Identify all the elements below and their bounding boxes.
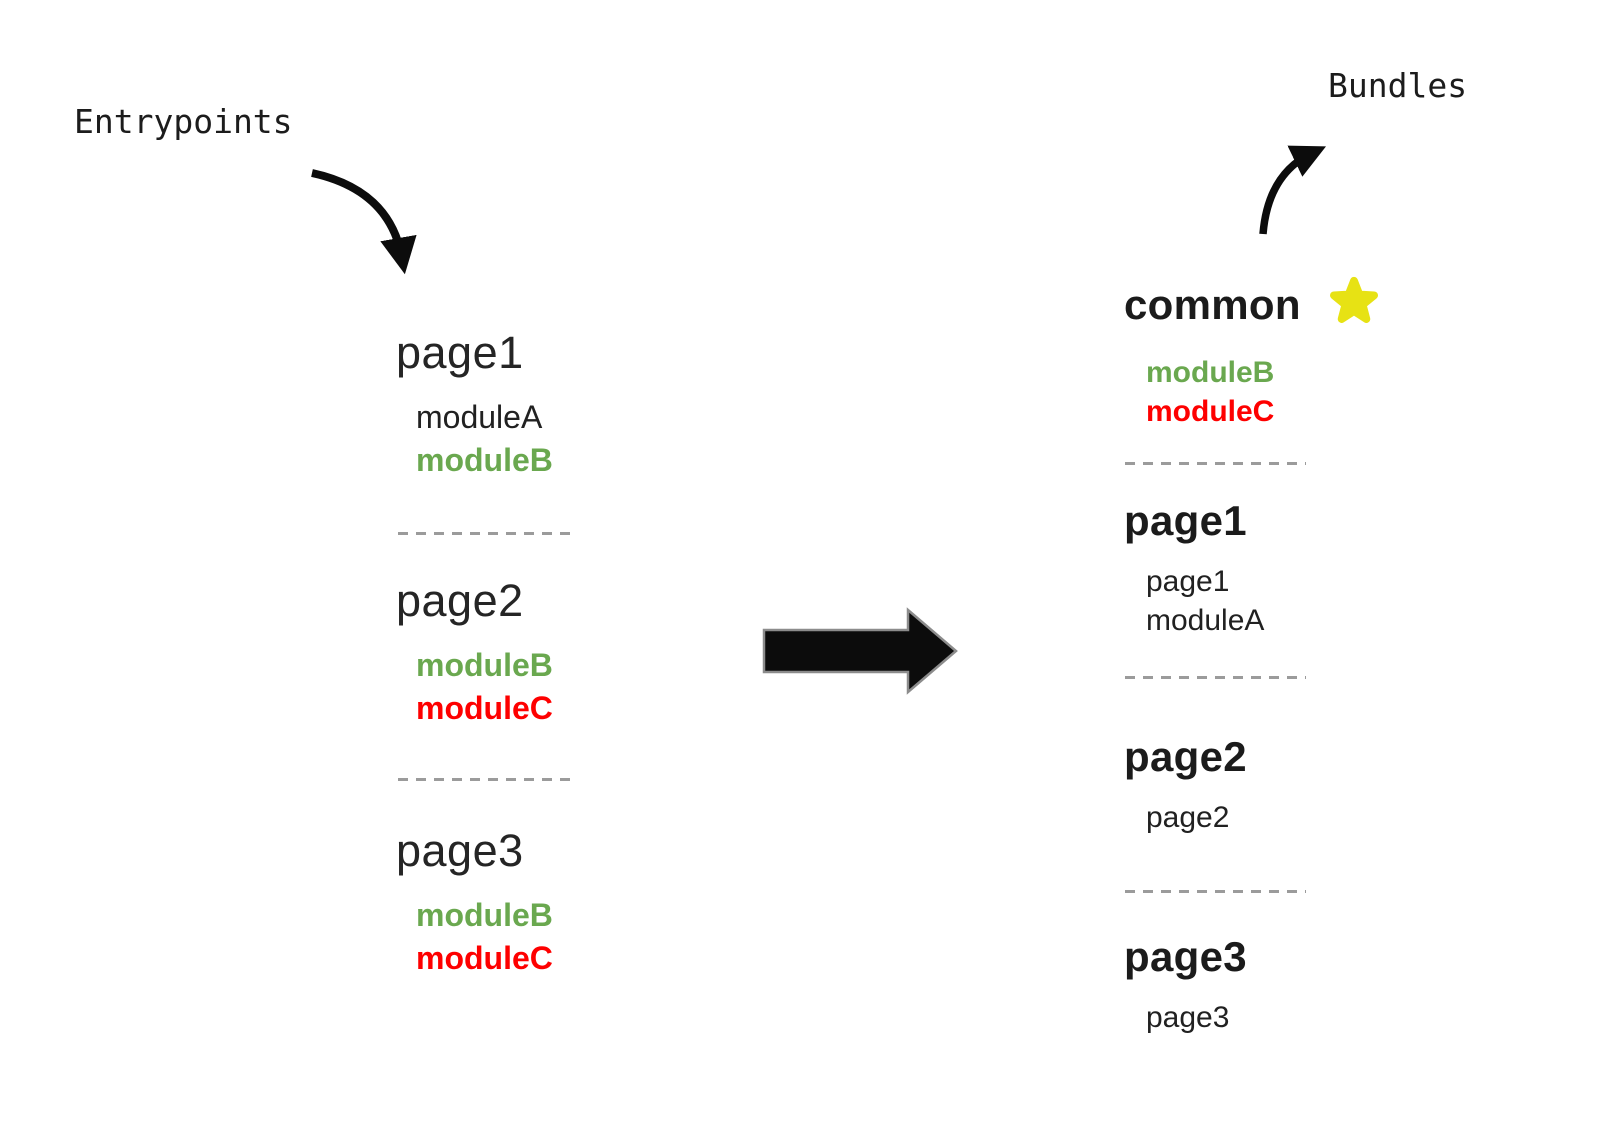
entry-group-title: page2 bbox=[396, 575, 524, 626]
entry-group-modules: moduleB moduleC bbox=[396, 644, 553, 730]
module-item: moduleC bbox=[416, 940, 553, 976]
entry-group-title: page1 bbox=[396, 327, 524, 378]
module-item: moduleB bbox=[1146, 356, 1275, 389]
module-item: moduleC bbox=[416, 690, 553, 726]
transform-arrow-icon bbox=[762, 607, 958, 695]
bundle-group-common: common moduleB moduleC bbox=[1124, 270, 1381, 431]
entry-group-page2: page2 moduleB moduleC bbox=[396, 574, 553, 730]
module-item: moduleA bbox=[416, 399, 543, 435]
module-item: moduleB bbox=[416, 442, 553, 478]
module-item: moduleB bbox=[416, 897, 553, 933]
bundle-group-title: page3 bbox=[1124, 933, 1247, 980]
bundle-group-modules: page3 bbox=[1124, 998, 1247, 1037]
module-item: page1 bbox=[1146, 565, 1230, 598]
module-item: moduleC bbox=[1146, 395, 1275, 428]
entry-group-title: page3 bbox=[396, 825, 524, 876]
entry-group-page1: page1 moduleA moduleB bbox=[396, 326, 553, 482]
module-item: moduleB bbox=[416, 647, 553, 683]
star-icon bbox=[1327, 272, 1381, 341]
bundle-group-title-row: page1 bbox=[1124, 494, 1264, 548]
bundle-group-title: page1 bbox=[1124, 497, 1247, 544]
bundle-group-title-row: page3 bbox=[1124, 930, 1247, 984]
entrypoints-arrow-icon bbox=[311, 169, 417, 275]
dashed-divider bbox=[1125, 676, 1306, 679]
bundle-group-page2: page2 page2 bbox=[1124, 730, 1247, 837]
bundle-group-modules: moduleB moduleC bbox=[1124, 353, 1381, 431]
bundle-group-title: common bbox=[1124, 280, 1301, 328]
bundle-group-modules: page1 moduleA bbox=[1124, 562, 1264, 640]
dashed-divider bbox=[398, 778, 576, 781]
entry-group-page3: page3 moduleB moduleC bbox=[396, 824, 553, 980]
dashed-divider bbox=[1125, 890, 1306, 893]
dashed-divider bbox=[1125, 462, 1306, 465]
bundle-group-modules: page2 bbox=[1124, 798, 1247, 837]
entrypoints-label: Entrypoints bbox=[74, 102, 293, 141]
bundles-label: Bundles bbox=[1328, 66, 1468, 105]
bundle-group-title-row: common bbox=[1124, 270, 1381, 339]
bundles-arrow-icon bbox=[1259, 145, 1327, 235]
dashed-divider bbox=[398, 532, 576, 535]
bundle-group-page1: page1 page1 moduleA bbox=[1124, 494, 1264, 640]
module-item: page2 bbox=[1146, 801, 1230, 834]
entry-group-modules: moduleA moduleB bbox=[396, 396, 553, 482]
entry-group-modules: moduleB moduleC bbox=[396, 894, 553, 980]
bundle-group-page3: page3 page3 bbox=[1124, 930, 1247, 1037]
module-item: page3 bbox=[1146, 1001, 1230, 1034]
bundle-group-title: page2 bbox=[1124, 733, 1247, 780]
bundle-group-title-row: page2 bbox=[1124, 730, 1247, 784]
module-item: moduleA bbox=[1146, 604, 1265, 637]
